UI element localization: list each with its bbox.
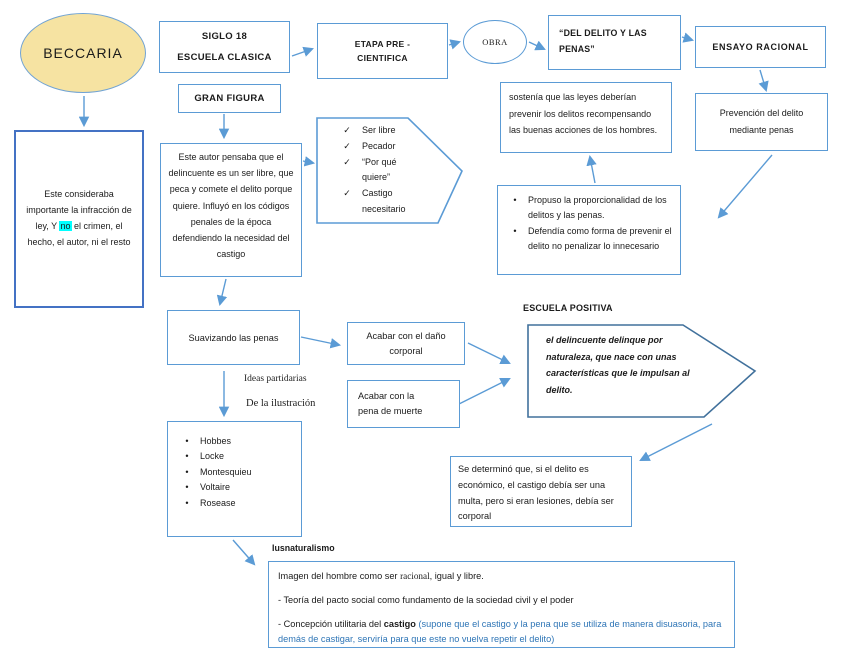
- check-item: ✓ Castigo necesitario: [332, 186, 456, 218]
- escuela-positiva-text: el delincuente delinque por naturaleza, …: [546, 335, 690, 395]
- prevencion-text: Prevención del delito mediante penas: [719, 108, 804, 135]
- check-item: ✓ Pecador: [332, 139, 456, 155]
- suavizando-node[interactable]: Suavizando las penas: [167, 310, 300, 365]
- imagen-before: Imagen del hombre como ser: [278, 571, 401, 581]
- considera-text-before: Este consideraba importante la infracció…: [26, 189, 132, 231]
- obra-label: OBRA: [482, 37, 508, 47]
- etapa-line2: CIENTIFICA: [357, 53, 408, 63]
- del-delito-node[interactable]: “DEL DELITO Y LAS PENAS”: [548, 15, 681, 70]
- sostenia-node[interactable]: sostenía que las leyes deberían prevenir…: [500, 82, 672, 153]
- imagen-serif-word: racional: [400, 571, 430, 581]
- propuso-node[interactable]: • Propuso la proporcionalidad de los del…: [497, 185, 681, 275]
- check-text: “Por qué quiere”: [362, 156, 397, 183]
- arrow-etapa-to-obra: [448, 39, 462, 50]
- arrow-ensayo-to-prevencion: [758, 69, 769, 93]
- acabar-dano-node[interactable]: Acabar con el daño corporal: [347, 322, 465, 365]
- check-icon: ✓: [343, 140, 351, 151]
- gran-figura-node[interactable]: GRAN FIGURA: [178, 84, 281, 113]
- este-autor-node[interactable]: Este autor pensaba que el delincuente es…: [160, 143, 302, 277]
- arrow-acabarmuerte-to-escuelapositiva: [458, 378, 511, 405]
- concepcion-line: - Concepción utilitaria del castigo (sup…: [278, 617, 725, 647]
- prevencion-node[interactable]: Prevención del delito mediante penas: [695, 93, 828, 151]
- sostenia-text: sostenía que las leyes deberían prevenir…: [509, 92, 658, 135]
- acabar-muerte-text: Acabar con la pena de muerte: [358, 391, 423, 416]
- bullet-item: • Defendía como forma de prevenir el del…: [502, 224, 676, 255]
- iusnaturalismo-node[interactable]: Imagen del hombre como ser racional, igu…: [268, 561, 735, 648]
- arrow-obra-to-deldelito: [528, 40, 546, 51]
- siglo-node[interactable]: SIGLO 18 ESCUELA CLASICA: [159, 21, 290, 73]
- bullet-icon: •: [185, 451, 189, 462]
- bullet-icon: •: [185, 436, 189, 446]
- concepcion-before: - Concepción utilitaria del: [278, 619, 384, 629]
- considera-highlight: no: [59, 221, 72, 231]
- escuela-positiva-title: ESCUELA POSITIVA: [523, 303, 613, 313]
- obra-node[interactable]: OBRA: [463, 20, 527, 64]
- arrow-siglo-to-etapa: [291, 46, 314, 57]
- se-determino-node[interactable]: Se determinó que, si el delito es económ…: [450, 456, 632, 527]
- check-item: ✓ “Por qué quiere”: [332, 155, 456, 187]
- gran-figura-label: GRAN FIGURA: [194, 93, 265, 104]
- pensadores-node[interactable]: • Hobbes • Locke • Montesquieu • Voltair…: [167, 421, 302, 537]
- pensador-name: Rosease: [200, 497, 236, 508]
- check-icon: ✓: [343, 156, 351, 167]
- ensayo-node[interactable]: ENSAYO RACIONAL: [695, 26, 826, 68]
- check-item: ✓ Ser libre: [332, 123, 456, 139]
- bullet-icon: •: [513, 195, 517, 205]
- arrow-deldelito-to-ensayo: [681, 32, 695, 43]
- este-autor-text: Este autor pensaba que el delincuente es…: [168, 152, 294, 260]
- check-icon: ✓: [343, 125, 351, 135]
- del-delito-label: “DEL DELITO Y LAS PENAS”: [559, 28, 647, 54]
- check-icon: ✓: [343, 188, 351, 199]
- bullet-icon: •: [185, 497, 189, 508]
- arrow-escuelapositiva-to-sedetermino: [639, 423, 713, 461]
- bullet-text: Propuso la proporcionalidad de los delit…: [528, 195, 667, 221]
- etapa-node[interactable]: ETAPA PRE - CIENTIFICA: [317, 23, 448, 79]
- acabar-dano-text: Acabar con el daño corporal: [366, 330, 446, 356]
- bullet-item: • Voltaire: [174, 480, 301, 495]
- siglo-line2: ESCUELA CLASICA: [177, 52, 272, 63]
- considera-node[interactable]: Este consideraba importante la infracció…: [14, 130, 144, 308]
- check-text: Ser libre: [362, 125, 396, 135]
- arrow-esteautor-to-suavizando: [216, 278, 228, 307]
- bullet-icon: •: [185, 482, 189, 493]
- beccaria-label: BECCARIA: [43, 45, 123, 61]
- bullet-item: • Propuso la proporcionalidad de los del…: [502, 193, 676, 224]
- de-la-ilustracion-label: De la ilustración: [246, 398, 316, 409]
- arrow-esteautor-to-checks: [302, 156, 316, 167]
- considera-text-after: el crimen, el hecho, el autor, ni el res…: [27, 221, 131, 247]
- suavizando-text: Suavizando las penas: [188, 332, 279, 343]
- pensador-name: Locke: [200, 451, 225, 462]
- bullet-item: • Rosease: [174, 496, 301, 511]
- pensador-name: Hobbes: [200, 436, 232, 446]
- bullet-item: • Montesquieu: [174, 465, 301, 480]
- pensador-name: Voltaire: [200, 482, 231, 493]
- check-text: Castigo necesitario: [362, 188, 406, 214]
- teoria-line: - Teoría del pacto social como fundament…: [278, 595, 574, 605]
- arrow-acabardano-to-escuelapositiva: [467, 342, 511, 365]
- siglo-line1: SIGLO 18: [201, 31, 248, 42]
- imagen-line: Imagen del hombre como ser racional, igu…: [278, 569, 725, 584]
- ideas-partidarias-label: Ideas partidarias: [244, 374, 307, 384]
- iusnaturalismo-label: Iusnaturalismo: [272, 543, 335, 553]
- concepcion-blue-text: (supone que el castigo y la pena que se …: [278, 619, 722, 644]
- arrow-prevencion-to-propuso: [717, 154, 773, 219]
- check-text: Pecador: [362, 140, 396, 151]
- etapa-line1: ETAPA PRE -: [354, 39, 411, 49]
- concepcion-bold-word: castigo: [383, 619, 416, 629]
- arrow-suavizando-to-acabardano: [300, 336, 342, 349]
- bullet-icon: •: [185, 466, 189, 477]
- se-determino-text: Se determinó que, si el delito es económ…: [458, 464, 614, 522]
- acabar-muerte-node[interactable]: Acabar con la pena de muerte: [347, 380, 460, 428]
- arrow-pensadores-to-iusnaturalismo: [232, 539, 256, 566]
- ensayo-label: ENSAYO RACIONAL: [712, 42, 809, 52]
- checklist-node[interactable]: ✓ Ser libre ✓ Pecador ✓ “Por qué quiere”…: [332, 120, 456, 224]
- bullet-item: • Hobbes: [174, 434, 301, 449]
- arrow-propuso-to-sostenia: [586, 154, 597, 184]
- bullet-icon: •: [513, 225, 517, 236]
- imagen-after: , igual y libre.: [429, 571, 484, 581]
- bullet-text: Defendía como forma de prevenir el delit…: [528, 225, 672, 252]
- bullet-item: • Locke: [174, 449, 301, 464]
- beccaria-node[interactable]: BECCARIA: [20, 13, 146, 93]
- pensador-name: Montesquieu: [200, 466, 252, 477]
